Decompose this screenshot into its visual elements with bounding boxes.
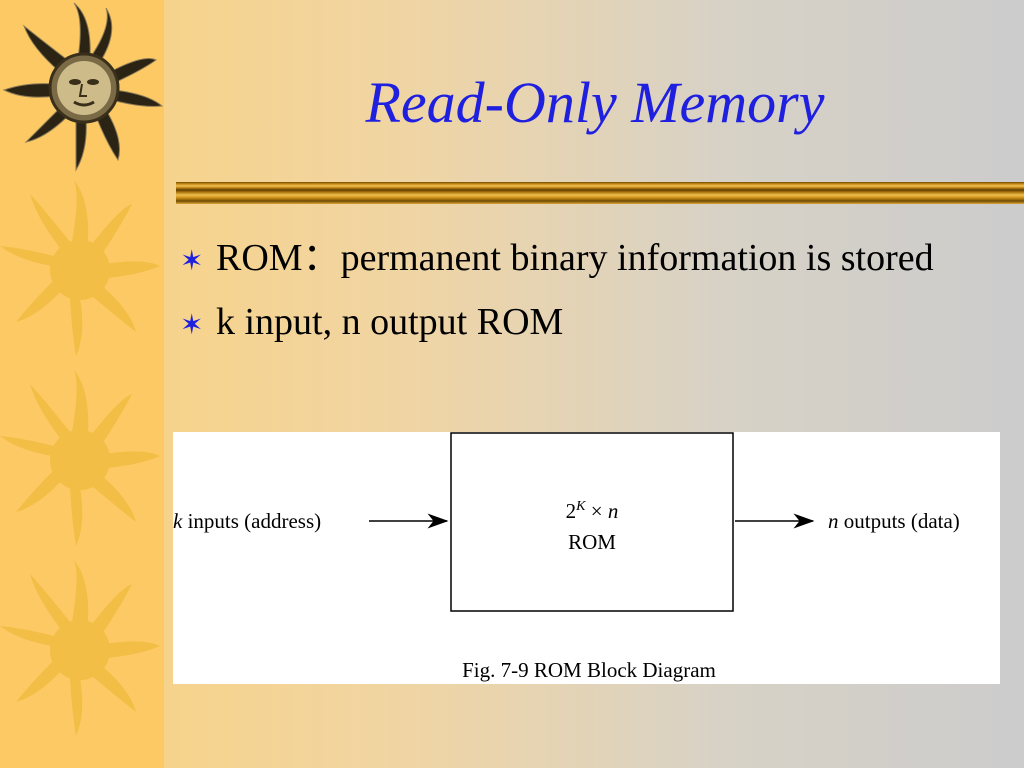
bullet-list: ✶ ROM：permanent binary information is st… — [180, 232, 1000, 360]
figure-caption: Fig. 7-9 ROM Block Diagram — [462, 658, 716, 682]
bullet-text: k input, n output ROM — [216, 301, 564, 343]
sun-icon — [0, 180, 160, 356]
sidebar-band — [0, 0, 164, 768]
star-bullet-icon: ✶ — [180, 246, 204, 277]
bullet-item: ✶ k input, n output ROM — [180, 296, 1000, 348]
star-bullet-icon: ✶ — [180, 310, 204, 341]
sun-icon — [0, 370, 160, 546]
bullet-item: ✶ ROM：permanent binary information is st… — [180, 232, 1000, 284]
sun-face-icon — [2, 2, 164, 172]
rom-block — [450, 432, 734, 612]
sun-icon — [0, 560, 160, 736]
output-label: n outputs (data) — [828, 509, 960, 533]
slide-title: Read-Only Memory — [365, 70, 825, 135]
bullet-text: ROM：permanent binary information is stor… — [216, 237, 934, 279]
input-label: k inputs (address) — [173, 509, 321, 533]
block-name-label: ROM — [568, 530, 616, 554]
block-size-label: 2K × n — [566, 499, 619, 523]
rom-block-diagram: k inputs (address) 2K × n ROM n outputs … — [173, 432, 1000, 684]
title-divider — [176, 182, 1024, 204]
